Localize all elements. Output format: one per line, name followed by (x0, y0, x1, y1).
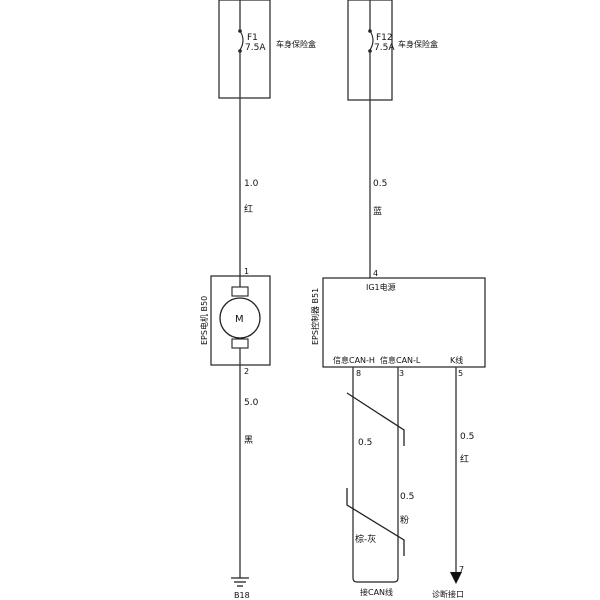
eps-controller: 4 IG1电源 EPS控制器 B51 信息CAN-H 信息CAN-L K线 8 … (310, 269, 486, 378)
fuse-f12-name: F12 (376, 33, 393, 43)
fuse-f12-rating: 7.5A (374, 43, 395, 53)
motor-pin-top: 1 (244, 267, 249, 276)
ecu-pin-k: 5 (458, 369, 463, 378)
ecu-ig1-label: IG1电源 (366, 282, 396, 292)
wire-can-h-color: 棕-灰 (355, 533, 376, 545)
fuse-box-f12: F12 7.5A 车身保险盒 (347, 0, 438, 101)
can-twisted-pair (346, 367, 405, 578)
wire-k-gauge: 0.5 (460, 432, 474, 442)
wire-f1-gauge: 1.0 (244, 179, 259, 189)
ground-label: B18 (234, 591, 250, 600)
motor-symbol: M (235, 314, 244, 325)
motor-icon: M (219, 276, 261, 365)
can-bus-bracket (352, 577, 399, 583)
fuse-f1-rating: 7.5A (245, 43, 266, 53)
fuse-f12-icon (368, 0, 374, 100)
fuse-f1-location: 车身保险盒 (276, 39, 316, 49)
fuse-f1-name: F1 (247, 33, 258, 43)
ecu-can-h-label: 信息CAN-H (333, 355, 375, 365)
ecu-pin-ig1: 4 (373, 269, 378, 278)
ecu-pin-can-h: 8 (356, 369, 361, 378)
ecu-frame (322, 277, 486, 368)
wire-ground-color: 黑 (244, 435, 253, 446)
diag-label: 诊断接口 (432, 589, 464, 599)
wire-can-h-gauge: 0.5 (358, 438, 372, 448)
fuse-box-f1-frame (218, 0, 271, 99)
wire-f12-color: 蓝 (373, 205, 382, 217)
wire-f1-color: 红 (244, 203, 253, 215)
wire-ground-gauge: 5.0 (244, 398, 259, 408)
fuse-f1-icon (238, 0, 244, 98)
diag-pin: 7 (459, 565, 464, 574)
ecu-pin-can-l: 3 (399, 369, 404, 378)
motor-title: EPS电机 B50 (199, 296, 209, 345)
eps-motor: 1 2 EPS电机 B50 M (199, 267, 271, 376)
diag-arrow-icon (450, 572, 462, 584)
wire-can-l-gauge: 0.5 (400, 492, 414, 502)
fuse-f12-location: 车身保险盒 (398, 39, 438, 49)
can-bus-label: 接CAN线 (360, 587, 393, 597)
wire-k-color: 红 (460, 453, 469, 465)
wire-f12-gauge: 0.5 (373, 179, 387, 189)
ecu-k-label: K线 (450, 355, 463, 365)
motor-pin-bottom: 2 (244, 367, 249, 376)
ecu-can-l-label: 信息CAN-L (380, 355, 421, 365)
ground-icon (231, 577, 249, 587)
fuse-box-f1: F1 7.5A 车身保险盒 (218, 0, 316, 99)
wire-can-l-color: 粉 (400, 514, 409, 526)
ecu-title: EPS控制器 B51 (310, 288, 320, 345)
